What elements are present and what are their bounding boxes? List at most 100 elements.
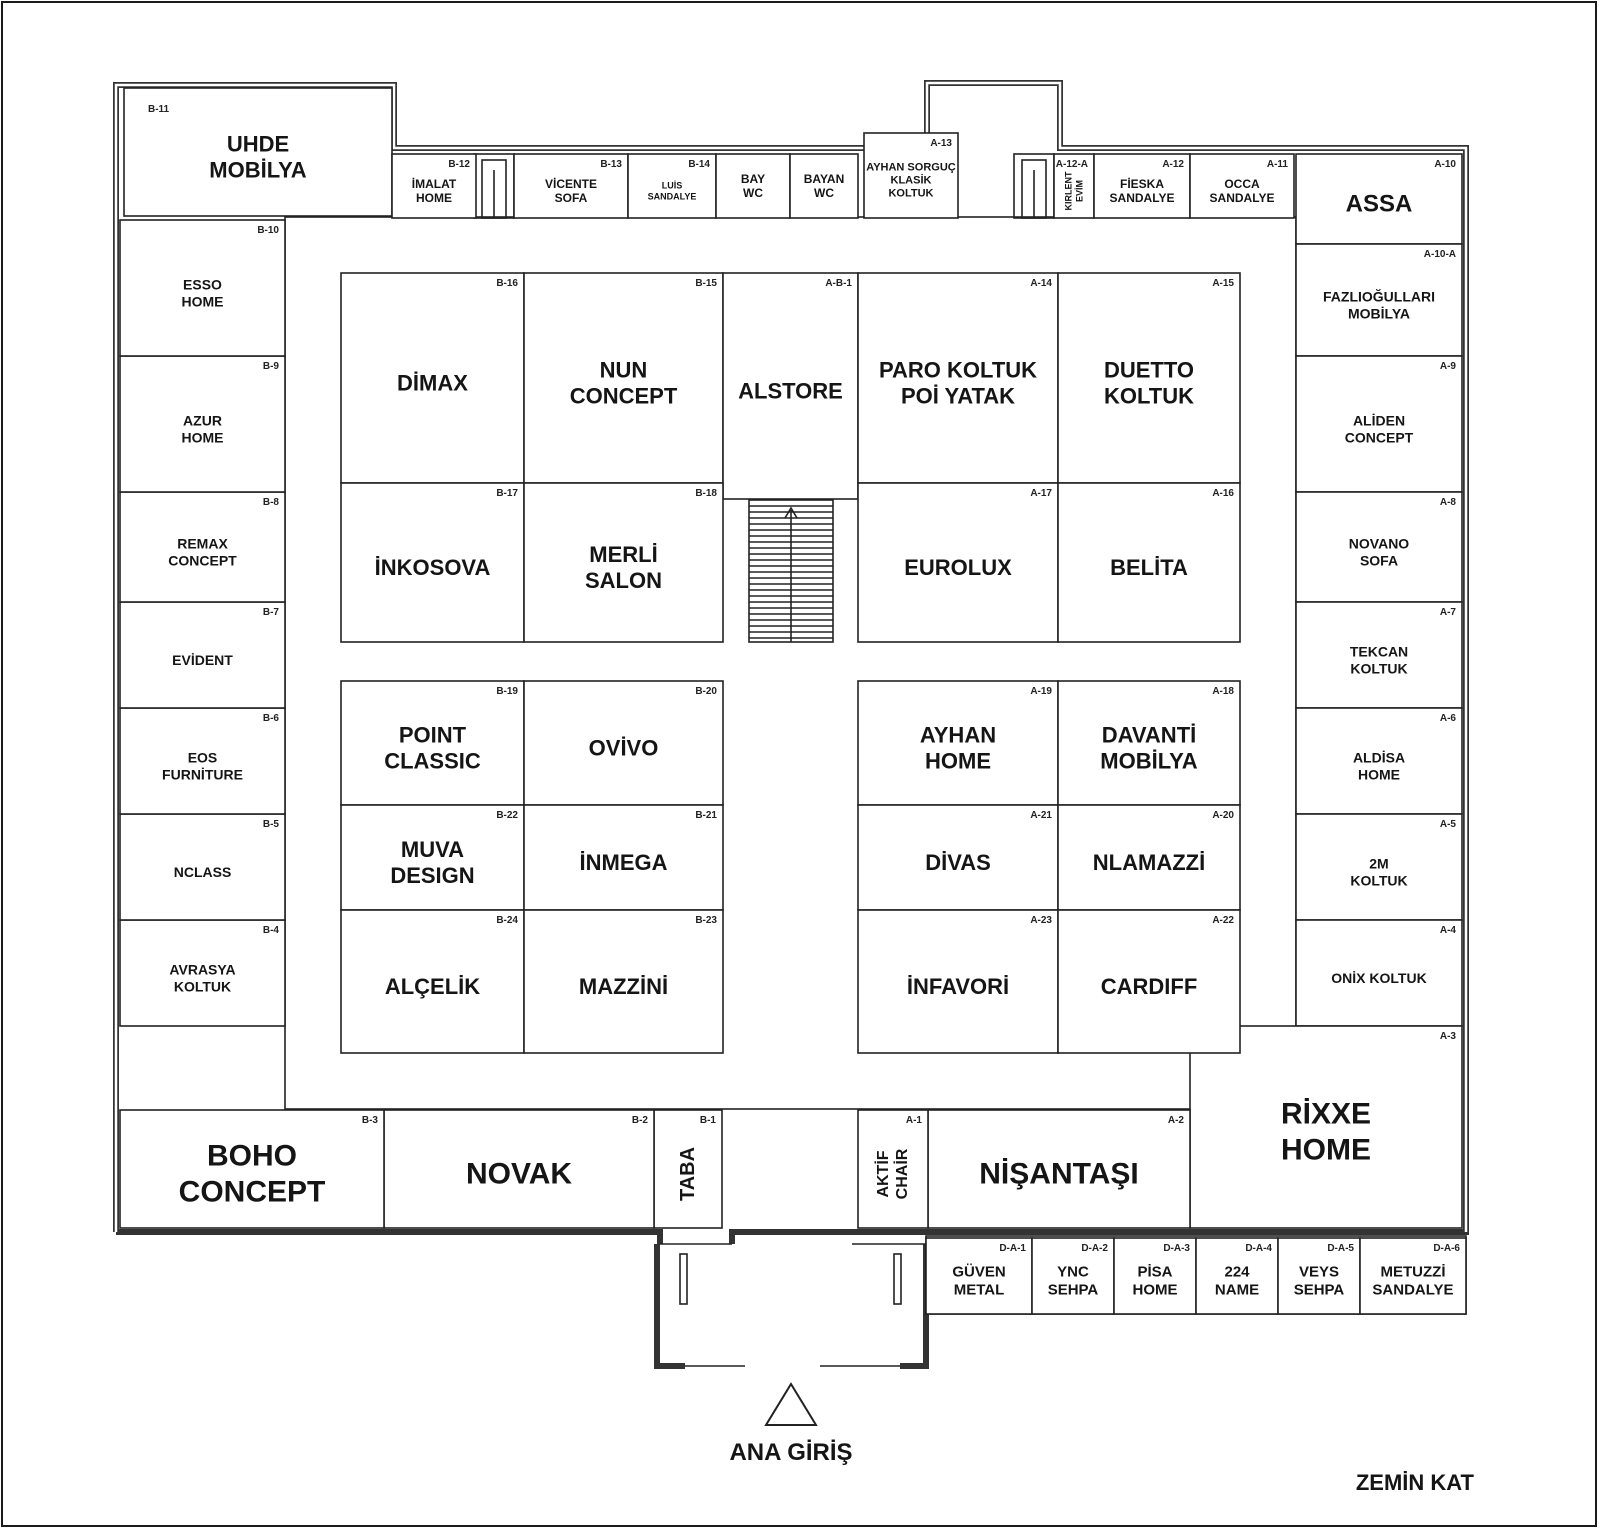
booth-name-line: SANDALYE <box>648 191 697 201</box>
booth-name-line: FURNİTURE <box>162 766 243 782</box>
booth-code: A-2 <box>1168 1115 1185 1126</box>
booth-a4-outline <box>1295 919 1463 1027</box>
booth-a3-outline <box>1189 1025 1463 1229</box>
booth-name-line: AZUR <box>183 413 222 429</box>
booth-name-line: KLASİK <box>891 174 932 187</box>
booth-code: B-19 <box>496 686 518 697</box>
booth-name-line: CONCEPT <box>570 384 678 409</box>
booth-name-line: CHAİR <box>893 1148 911 1199</box>
booth-code: D-A-2 <box>1081 1243 1108 1254</box>
booth-code: B-3 <box>362 1115 379 1126</box>
booth-name-line: AKTİF <box>874 1150 892 1197</box>
booth-name-line: EVİM <box>1074 180 1084 202</box>
booth-da1-outline <box>925 1237 1033 1315</box>
booth-b5-outline <box>119 813 286 921</box>
booth-name-line: FAZLIOĞULLARI <box>1323 288 1435 305</box>
booth-name-line: ONİX KOLTUK <box>1331 970 1426 986</box>
booth-name-line: LUİS <box>662 181 683 191</box>
booth-code: B-7 <box>263 607 280 618</box>
booth-name-line: NUN <box>600 357 648 382</box>
booth-name-line: NİŞANTAŞI <box>979 1158 1138 1191</box>
booth-a10a-outline <box>1295 243 1463 357</box>
entrance-triangle-icon <box>764 1382 818 1426</box>
booth-code: B-16 <box>496 278 518 289</box>
booth-name-line: GÜVEN <box>952 1264 1005 1281</box>
booth-code: B-5 <box>263 819 280 830</box>
booth-code: B-12 <box>448 159 470 170</box>
booth-code: B-8 <box>263 497 280 508</box>
booth-name-line: HOME <box>182 293 224 309</box>
booth-name-line: METAL <box>954 1282 1005 1299</box>
booth-name-line: SANDALYE <box>1210 191 1275 205</box>
booth-da4-outline <box>1195 1237 1279 1315</box>
booth-code: A-1 <box>906 1115 923 1126</box>
booth-name-line: BOHO <box>207 1140 297 1173</box>
booth-code: A-6 <box>1440 713 1457 724</box>
booth-code: A-5 <box>1440 819 1457 830</box>
booth-a8-outline <box>1295 491 1463 603</box>
booth-a6-outline <box>1295 707 1463 815</box>
booth-name-line: ESSO <box>183 277 222 293</box>
booth-code: B-20 <box>695 686 717 697</box>
booth-b20-outline <box>523 680 724 806</box>
